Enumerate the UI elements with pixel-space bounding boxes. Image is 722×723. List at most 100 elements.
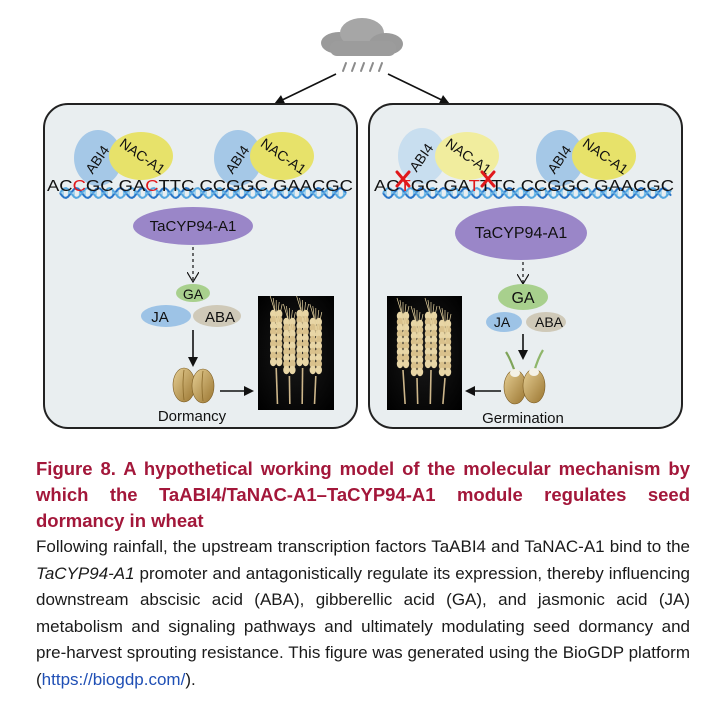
wheat-spikelet xyxy=(430,341,438,351)
wheat-awn xyxy=(402,303,407,331)
wheat-spikelet xyxy=(402,329,410,339)
wheat-awn xyxy=(399,299,404,323)
wheat-spikelet xyxy=(438,337,446,347)
wheat-awn xyxy=(444,313,452,343)
wheat-spikelet xyxy=(315,335,322,345)
wheat-spikelet xyxy=(424,341,432,351)
wheat-spikelet xyxy=(416,349,424,359)
wheat-stem xyxy=(429,369,432,405)
sequence-segment: GC GA xyxy=(86,178,146,195)
wheat-awn xyxy=(441,307,446,331)
wheat-spikelet xyxy=(302,351,309,361)
wheat-awn xyxy=(299,297,303,321)
wheat-stem xyxy=(416,377,419,405)
wheat-spikelet xyxy=(402,341,410,351)
wheat-spikelet xyxy=(309,365,316,375)
wheat-spikelet xyxy=(296,321,303,331)
ga-label: GA xyxy=(511,290,534,307)
wheat-spikelet xyxy=(296,315,303,325)
gene-label: TaCYP94-A1 xyxy=(475,225,568,242)
rain-arrow-right xyxy=(387,73,450,105)
mutation-mark-icon xyxy=(480,170,496,188)
wheat-awn xyxy=(286,305,290,329)
mutated-base: C xyxy=(145,178,158,195)
wheat-spikelet xyxy=(410,349,418,359)
wheat-awn xyxy=(416,313,424,343)
sequence-segment: TTC CCGGC GAACGC xyxy=(480,178,674,195)
germination-label: Germination xyxy=(482,410,564,427)
wheat-spikelet xyxy=(283,359,290,369)
wheat-spikelet xyxy=(315,347,322,357)
wheat-spikelet xyxy=(309,335,316,345)
wheat-spikelet xyxy=(438,355,446,365)
dna-helix xyxy=(382,187,672,199)
sequence-segment: AC xyxy=(374,178,400,195)
wheat-spikelet xyxy=(302,327,309,337)
wheat-awn xyxy=(289,311,296,341)
wheat-awn xyxy=(272,297,277,321)
wheat-spikelet xyxy=(270,357,277,367)
wheat-spikelet xyxy=(276,345,283,355)
wheat-spikelet xyxy=(424,353,432,363)
dna-strand xyxy=(59,187,347,199)
rain-cloud-icon xyxy=(321,18,403,72)
wheat-spikelet xyxy=(396,317,404,327)
wheat-spikelet xyxy=(444,361,452,371)
wheat-spikelet xyxy=(410,343,418,353)
wheat-stem xyxy=(275,367,279,405)
wheat-spikelet xyxy=(296,345,303,355)
wheat-spikelet xyxy=(430,359,438,369)
wheat-spikelet xyxy=(270,333,277,343)
wheat-spikelet xyxy=(438,349,446,359)
wheat-spikelet xyxy=(444,349,452,359)
wheat-spikelet xyxy=(289,347,296,357)
wheat-spikelet xyxy=(270,351,277,361)
wheat-spikelet xyxy=(296,333,303,343)
wheat-spikelet xyxy=(283,323,290,333)
wheat-spikelet xyxy=(424,317,432,327)
wheat-spikelet xyxy=(283,365,290,375)
dna-strand xyxy=(382,187,672,199)
aba-label: ABA xyxy=(205,309,235,326)
wheat-spikelet xyxy=(315,353,322,363)
wheat-spikelet xyxy=(302,345,309,355)
wheat-spikelet xyxy=(283,335,290,345)
gene-ellipse xyxy=(133,207,253,245)
wheat-spikelet xyxy=(438,325,446,335)
wheat-spikelet xyxy=(402,347,410,357)
wheat-spikelet xyxy=(410,367,418,377)
tf-complex-2: ABI4 NAC-A1 xyxy=(214,130,314,186)
wheat-spikelet xyxy=(416,361,424,371)
wheat-spikelet xyxy=(430,335,438,345)
wheat-spikelet xyxy=(410,325,418,335)
wheat-spikelet xyxy=(416,367,424,377)
wheat-spikelet xyxy=(296,327,303,337)
wheat-spikelet xyxy=(302,357,309,367)
tf-complex-2: ABI4 NAC-A1 xyxy=(536,130,636,186)
wheat-spikelet xyxy=(289,365,296,375)
wheat-spikelet xyxy=(444,355,452,365)
dna-strand xyxy=(382,187,672,199)
biogdp-link[interactable]: https://biogdp.com/ xyxy=(41,669,186,689)
wheat-spikelet xyxy=(410,355,418,365)
sprouted-wheat-ears-photo xyxy=(387,296,462,410)
aba-ellipse xyxy=(193,305,241,327)
wheat-spikelet xyxy=(416,355,424,365)
wheat-spikelet xyxy=(309,353,316,363)
wheat-spikelet xyxy=(289,335,296,345)
wheat-spikelet xyxy=(424,323,432,333)
wheat-awn xyxy=(275,303,283,333)
wheat-awn xyxy=(413,307,418,331)
wheat-spikelet xyxy=(296,339,303,349)
wheat-stem xyxy=(442,377,446,405)
wheat-spikelet xyxy=(309,341,316,351)
wheat-spikelet xyxy=(283,347,290,357)
aba-label: ABA xyxy=(535,314,564,330)
sequence-segment: AC xyxy=(47,178,73,195)
wheat-spikelet xyxy=(396,329,404,339)
wheat-ears-photo xyxy=(258,295,334,410)
wheat-spikelet xyxy=(396,353,404,363)
